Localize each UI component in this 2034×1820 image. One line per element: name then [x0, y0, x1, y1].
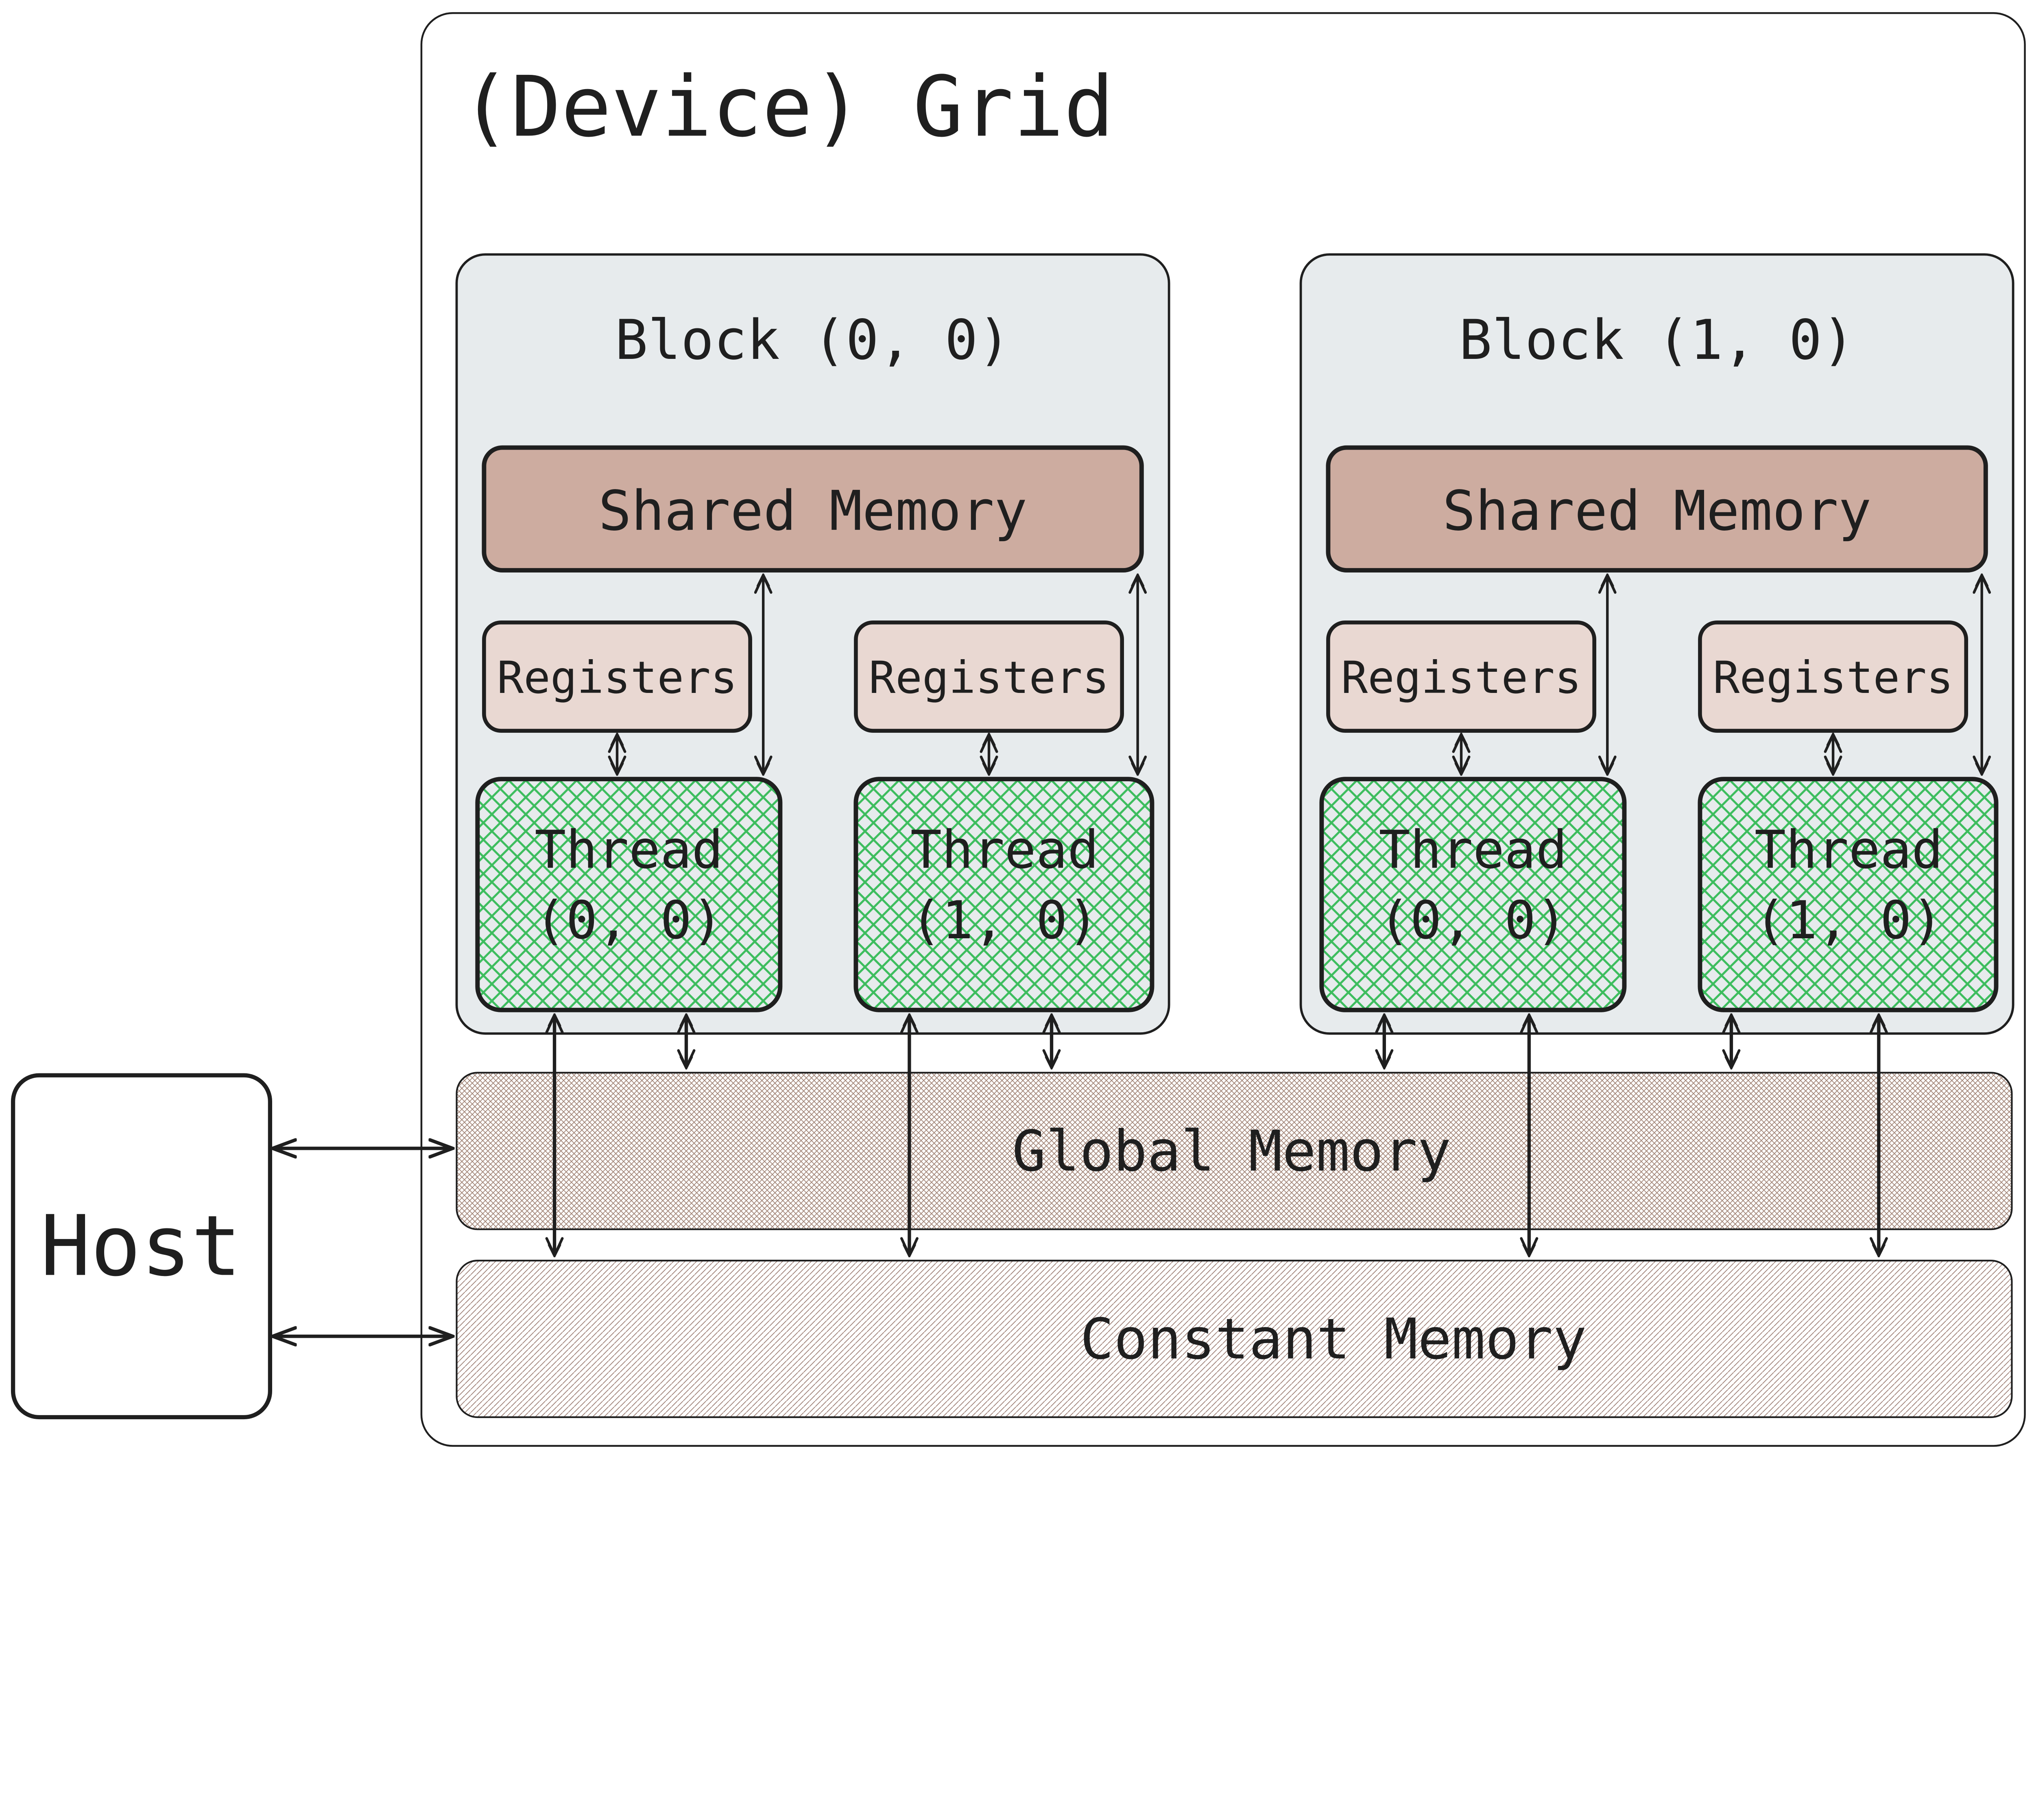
thread-label-block-0-thread-0: Thread: [535, 820, 723, 881]
block-0: Block (0, 0) Shared Memory Registers Reg…: [455, 253, 1170, 1035]
thread-index-block-1-thread-1: (1, 0): [1755, 890, 1943, 951]
thread-index-block-0-thread-0: (0, 0): [535, 890, 723, 951]
block-0-title: Block (0, 0): [615, 308, 1011, 372]
registers-box-block-1-thread-1: [1698, 621, 1969, 733]
registers-label-block-0-thread-0: Registers: [497, 652, 738, 704]
global-memory-label: Global Memory: [1012, 1119, 1451, 1184]
constant-memory-label: Constant Memory: [1080, 1307, 1587, 1372]
shared-memory-label-block-1: Shared Memory: [1443, 479, 1871, 543]
thread-index-block-0-thread-1: (1, 0): [910, 890, 1099, 951]
thread-box-block-0-thread-1: [853, 777, 1154, 1012]
thread-box-block-1-thread-0: [1319, 777, 1627, 1012]
shared-memory-box-block-0: [482, 445, 1144, 572]
thread-index-block-1-thread-0: (0, 0): [1379, 890, 1567, 951]
host-label: Host: [40, 1197, 241, 1295]
thread-label-block-0-thread-1: Thread: [910, 820, 1099, 881]
block-1: Block (1, 0) Shared Memory Registers Reg…: [1299, 253, 2014, 1035]
thread-label-block-1-thread-1: Thread: [1755, 820, 1943, 881]
registers-label-block-1-thread-1: Registers: [1713, 652, 1953, 704]
registers-box-block-1-thread-0: [1326, 621, 1596, 733]
shared-memory-box-block-1: [1326, 445, 1988, 572]
device-grid-title: (Device) Grid: [460, 59, 1114, 156]
registers-box-block-0-thread-1: [854, 621, 1124, 733]
block-1-title: Block (1, 0): [1459, 308, 1855, 372]
constant-memory-box: [456, 1260, 2013, 1418]
global-memory-box: [456, 1072, 2013, 1230]
registers-label-block-0-thread-1: Registers: [869, 652, 1109, 704]
registers-box-block-0-thread-0: [482, 621, 752, 733]
thread-box-block-0-thread-0: [475, 777, 783, 1012]
cuda-memory-hierarchy-diagram: (Device) Grid Global Memory Constant Mem…: [11, 12, 2026, 1447]
thread-box-block-1-thread-1: [1698, 777, 1999, 1012]
host-box: [11, 1073, 273, 1420]
registers-label-block-1-thread-0: Registers: [1341, 652, 1582, 704]
shared-memory-label-block-0: Shared Memory: [598, 479, 1027, 543]
thread-label-block-1-thread-0: Thread: [1379, 820, 1567, 881]
